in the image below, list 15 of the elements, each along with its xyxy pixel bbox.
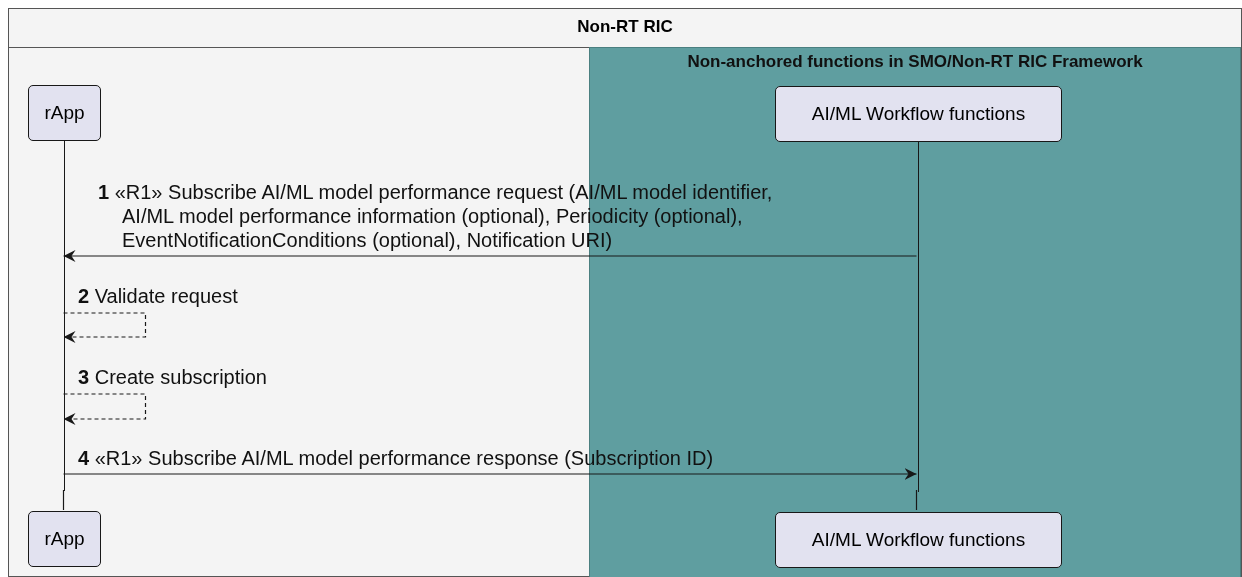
participant-box: rApp — [28, 511, 101, 567]
participant-box: rApp — [28, 85, 101, 141]
participant-box: AI/ML Workflow functions — [775, 86, 1062, 142]
group-title: Non-anchored functions in SMO/Non-RT RIC Framework — [686, 52, 1144, 72]
lifeline — [915, 489, 918, 511]
frame-title: Non-RT RIC — [576, 17, 674, 37]
message-arrow — [62, 250, 918, 262]
self-message-arrow — [62, 393, 147, 425]
system-frame — [8, 8, 1242, 577]
self-message-arrow — [62, 312, 147, 343]
message-label: 3 Create subscription — [78, 365, 268, 389]
participant-box: AI/ML Workflow functions — [775, 512, 1062, 568]
message-label: 2 Validate request — [78, 284, 239, 308]
message-arrow — [62, 468, 918, 480]
lifeline — [62, 489, 65, 511]
